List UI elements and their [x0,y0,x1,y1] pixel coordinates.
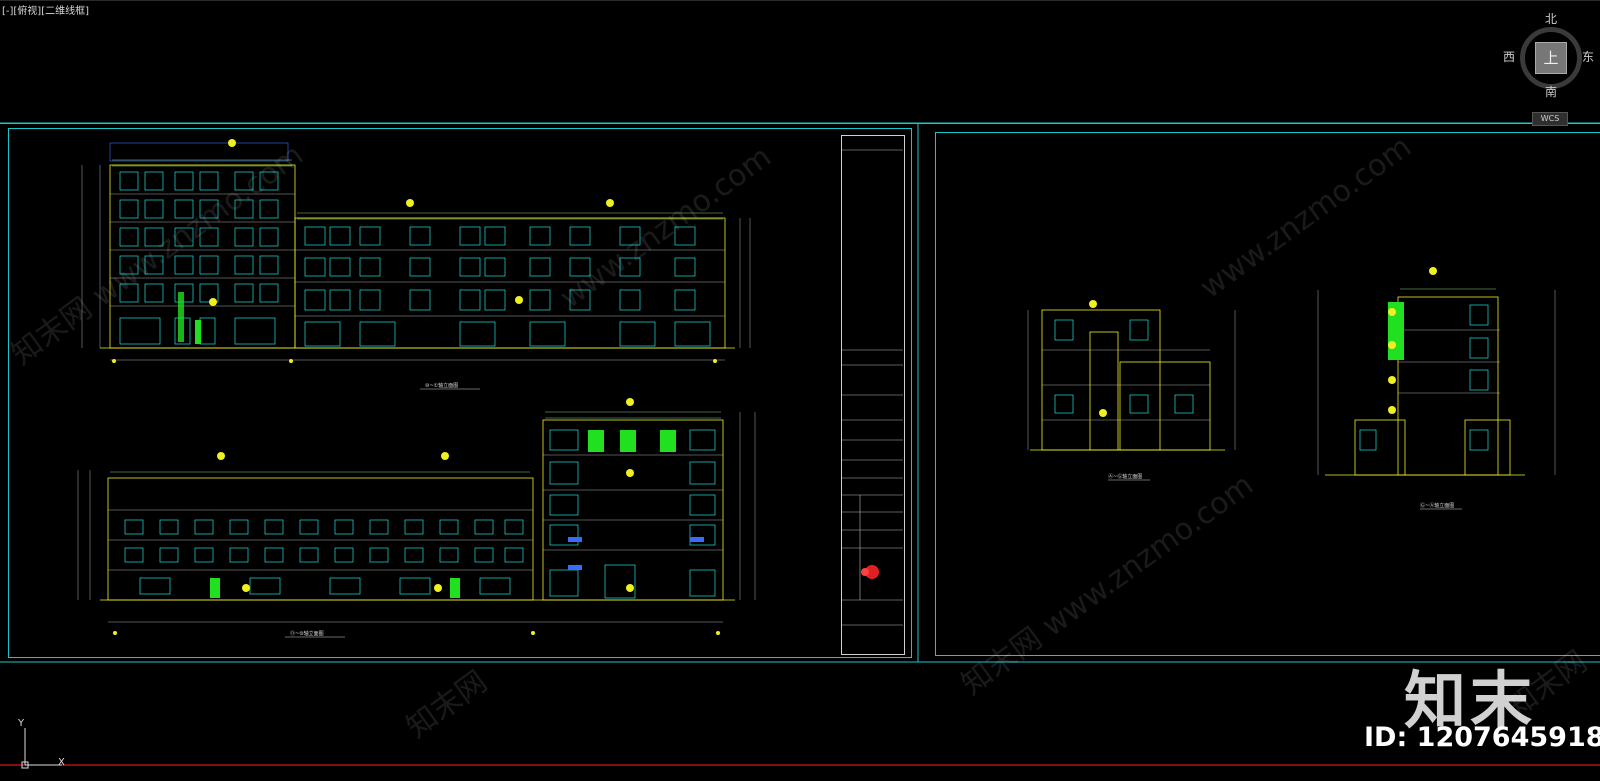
asset-id: ID: 1207645918 [1364,722,1600,753]
viewcube-west[interactable]: 西 [1503,50,1516,64]
viewcube-north[interactable]: 北 [1545,12,1558,26]
viewcube[interactable]: 上 北 南 西 东 WCS [1503,12,1594,130]
ucs-y-label: Y [18,718,25,729]
sheet-left-frame [8,128,912,658]
elevation-title-4: Ⓖ~Ⓐ轴立面图 [1420,503,1455,509]
elevation-title-1: ⑩~①轴立面图 [425,383,459,389]
wcs-menu[interactable]: WCS [1532,112,1568,126]
viewcube-east[interactable]: 东 [1582,50,1595,64]
brand-logo: 知末 [1404,664,1537,737]
sheet-right-frame [935,132,1600,656]
elevation-title-2: ⑪~⑩轴立面图 [290,631,324,637]
ucs-x-label: X [58,757,65,768]
elevation-title-3: Ⓐ~Ⓖ轴立面图 [1108,474,1143,480]
viewcube-top-face[interactable]: 上 [1535,42,1567,74]
viewcube-compass-ring[interactable] [1520,27,1582,89]
viewcube-south[interactable]: 南 [1545,85,1558,99]
viewport-label[interactable]: [-][俯视][二维线框] [2,6,90,17]
